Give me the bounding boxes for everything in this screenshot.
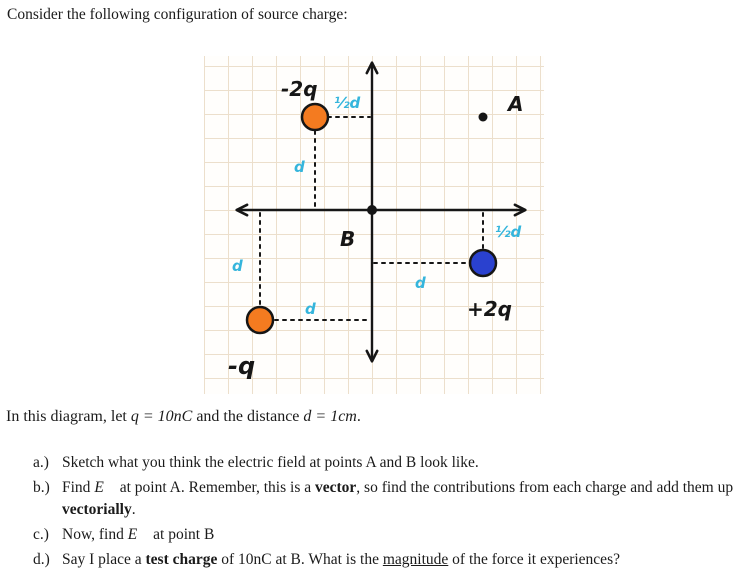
label-half-d-right: ½d: [495, 223, 522, 241]
origin-point-b: [367, 205, 377, 215]
item-text: Say I place a test charge of 10nC at B. …: [62, 551, 620, 568]
item-label: b.): [33, 479, 50, 496]
label-d-mid: d: [415, 274, 426, 292]
label-right-charge: +2q: [467, 297, 512, 321]
list-item-a: a.) Sketch what you think the electric f…: [33, 452, 735, 474]
problem-statement: Consider the following configuration of …: [7, 6, 348, 23]
list-item-b: b.) Find E⃗ at point A. Remember, this i…: [33, 477, 735, 521]
label-point-b: B: [340, 227, 355, 251]
label-top-charge: -2q: [281, 77, 318, 101]
item-label: c.): [33, 526, 49, 543]
list-item-d: d.) Say I place a test charge of 10nC at…: [33, 549, 735, 571]
question-list: a.) Sketch what you think the electric f…: [33, 452, 735, 571]
given-values-line: In this diagram, let q = 10nC and the di…: [6, 408, 361, 425]
item-label: a.): [33, 454, 49, 471]
label-d-bottom: d: [305, 300, 316, 318]
label-point-a: A: [506, 92, 523, 116]
item-text: Sketch what you think the electric field…: [62, 454, 479, 471]
charge-minus-2q: [300, 102, 330, 132]
item-label: d.): [33, 551, 50, 568]
charge-configuration-diagram: -2q A B +2q -q ½d d ½d d d d: [204, 56, 544, 394]
label-half-d-top: ½d: [334, 94, 361, 112]
list-item-c: c.) Now, find E⃗ at point B: [33, 524, 735, 546]
field-point-a: [478, 112, 488, 122]
charge-minus-q: [245, 305, 275, 335]
diagram-canvas: -2q A B +2q -q ½d d ½d d d d: [228, 56, 544, 380]
label-bottom-charge: -q: [228, 352, 255, 380]
label-d-left: d: [232, 257, 243, 275]
charge-plus-2q: [468, 248, 498, 278]
item-text: Find E⃗ at point A. Remember, this is a …: [62, 479, 734, 518]
item-text: Now, find E⃗ at point B: [62, 526, 215, 543]
label-d-top: d: [294, 158, 305, 176]
